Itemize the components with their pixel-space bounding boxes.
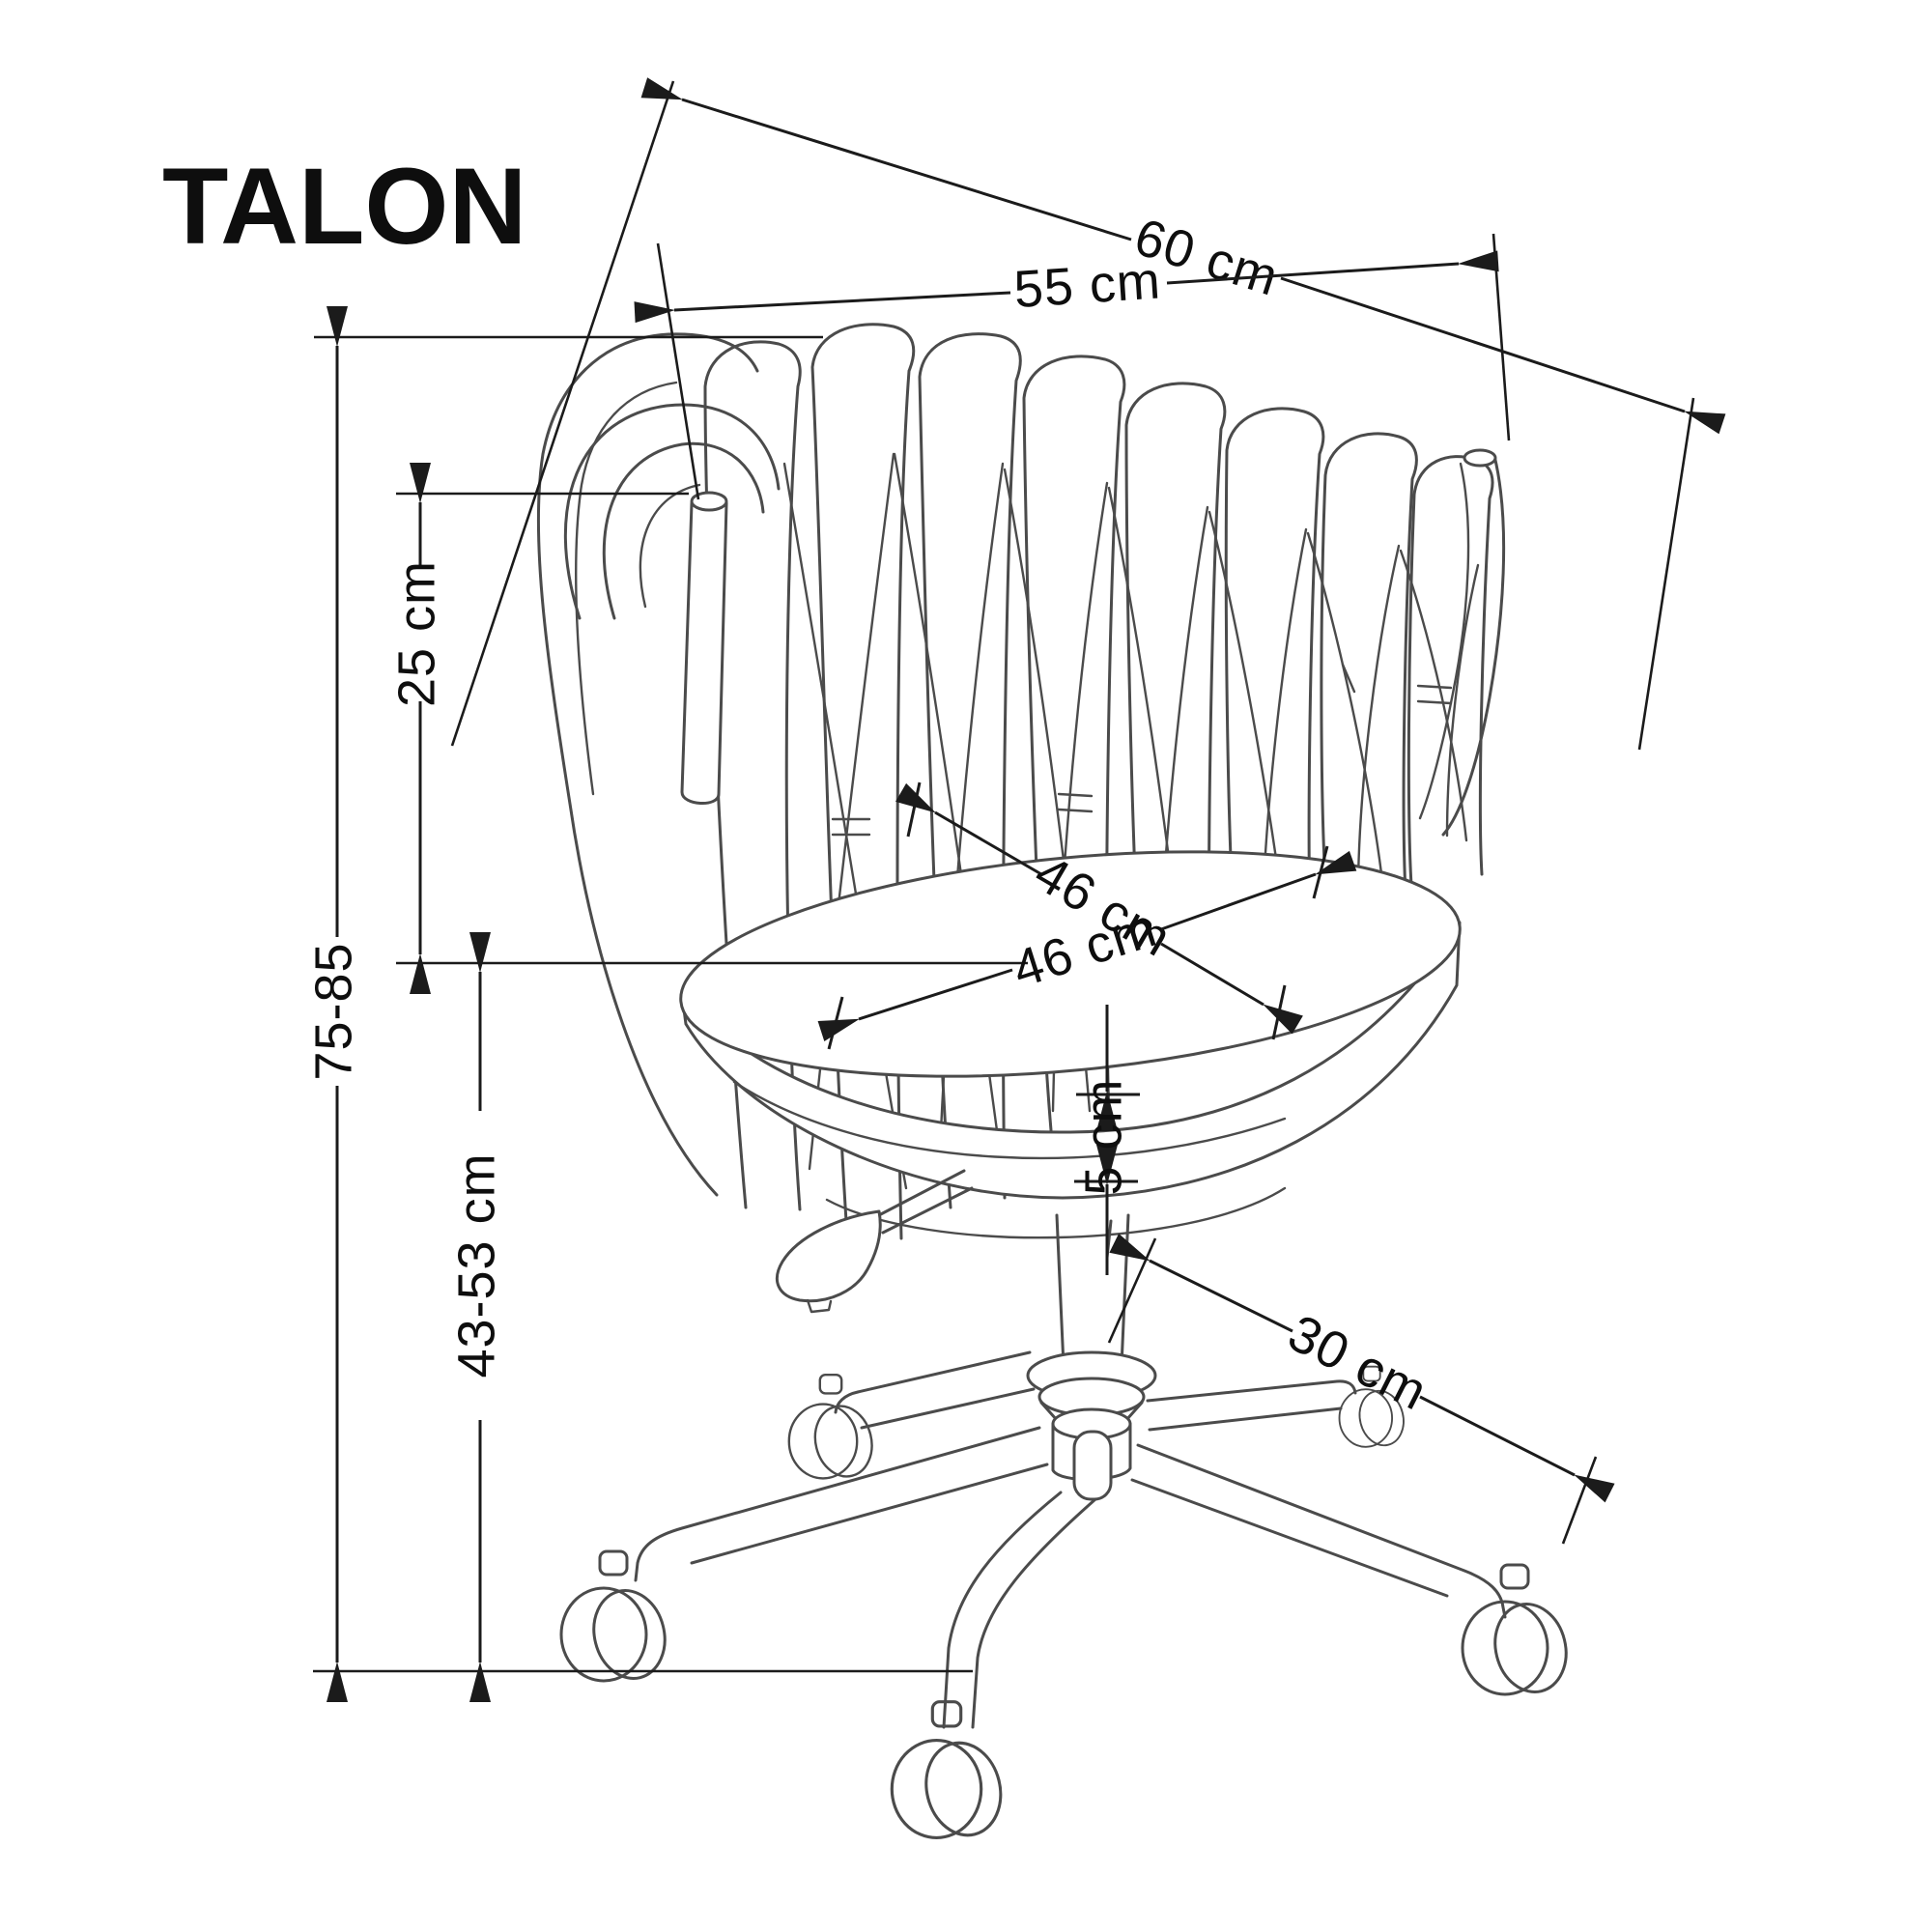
- chair-drawing: [536, 323, 1577, 1845]
- extension-line: [1492, 233, 1511, 441]
- backrest-right-edge: [1418, 448, 1506, 837]
- dimension-line: [1109, 1233, 1293, 1333]
- dimension-label: 43-53 cm: [447, 1152, 505, 1378]
- caster-front-right: [1461, 1563, 1577, 1701]
- dimension-line: [1160, 850, 1357, 931]
- weave-strip: [1224, 407, 1325, 982]
- lever-paddle-notch: [806, 1298, 833, 1314]
- extension-line: [656, 242, 700, 500]
- scroll-arc-2: [602, 441, 765, 620]
- leg-front-left: [634, 1426, 1049, 1582]
- caster-front-left: [559, 1549, 676, 1688]
- weave-strip: [1406, 455, 1494, 900]
- weave-bridge: [1341, 663, 1356, 694]
- base-legs: [634, 1350, 1507, 1729]
- hub-slot: [1072, 1430, 1113, 1501]
- seat-side-wall: [680, 921, 1462, 1200]
- backrest-left-scroll: [536, 332, 781, 1197]
- weave-cross-line: [1445, 563, 1480, 838]
- dimension-line: [1160, 942, 1303, 1035]
- caster-front-center: [890, 1700, 1012, 1845]
- dimension-label: 55 cm: [1012, 251, 1163, 319]
- gas-lift-hub: [1026, 1350, 1157, 1501]
- dimension-line: [1280, 276, 1726, 435]
- weave-strip: [1124, 382, 1227, 1055]
- tick-slash: [1107, 1237, 1157, 1344]
- seat-rim-line: [732, 1080, 1287, 1160]
- weave-strip: [703, 340, 802, 1211]
- tick: [906, 781, 922, 838]
- dimension-label: 25 cm: [387, 560, 445, 707]
- dimension-label: 5 cm: [1074, 1078, 1132, 1195]
- dim-seat-height-43-53cm: 43-53 cm: [447, 932, 505, 1702]
- dim-backrest-height-25cm: 25 cm: [387, 463, 1028, 994]
- lever-paddle: [776, 1209, 882, 1303]
- extension-line: [1637, 397, 1695, 751]
- back-outer-edge: [536, 332, 759, 1197]
- weave-cross-line: [808, 452, 895, 1171]
- dimension-line: [1419, 1395, 1615, 1503]
- dimension-line: [817, 968, 1013, 1041]
- extension-line: [450, 80, 675, 747]
- scroll-arc-1: [563, 403, 781, 620]
- right-post-top: [1463, 448, 1497, 468]
- dimension-label: 75-85: [304, 942, 362, 1080]
- dimension-line: [640, 77, 1132, 242]
- dimension-line: [1166, 250, 1499, 285]
- weave-strip: [1022, 355, 1126, 1132]
- tick-slash: [1561, 1456, 1598, 1545]
- weave-cross-line: [782, 462, 908, 1190]
- dim-backrest-width-55cm: 55 cm: [634, 233, 1511, 500]
- backrest-left-post: [680, 491, 728, 806]
- dimension-label: 30 cm: [1279, 1304, 1436, 1422]
- product-title: TALON: [162, 146, 526, 267]
- dimension-line: [634, 291, 1011, 324]
- right-arm-outer: [1441, 454, 1506, 837]
- weave-bridge: [1057, 792, 1094, 813]
- back-outer-edge-inner: [575, 381, 678, 796]
- right-arm-inner: [1418, 462, 1470, 820]
- leg-front-right: [1130, 1443, 1507, 1619]
- leg-back-left: [834, 1350, 1036, 1430]
- weave-cross-line: [1306, 531, 1385, 891]
- weave-strip: [1320, 432, 1418, 929]
- dimension-line: [895, 782, 1042, 876]
- dim-overall-height-75-85: 75-85: [304, 306, 973, 1702]
- weave-cross-line: [1356, 544, 1401, 881]
- scroll-arc-3: [639, 483, 701, 609]
- leg-front-center: [942, 1491, 1097, 1729]
- casters: [559, 1365, 1577, 1845]
- weave-bridge: [1416, 684, 1453, 705]
- left-post-top: [690, 491, 728, 512]
- weave-bridge: [831, 817, 871, 837]
- dim-cushion-thickness-5cm: 5 cm: [1074, 1005, 1140, 1275]
- lever-stem: [873, 1169, 974, 1235]
- lift-taper: [1039, 1401, 1144, 1422]
- left-post-body: [680, 501, 728, 806]
- height-adjust-lever: [776, 1169, 974, 1314]
- leg-back-right: [1146, 1379, 1357, 1432]
